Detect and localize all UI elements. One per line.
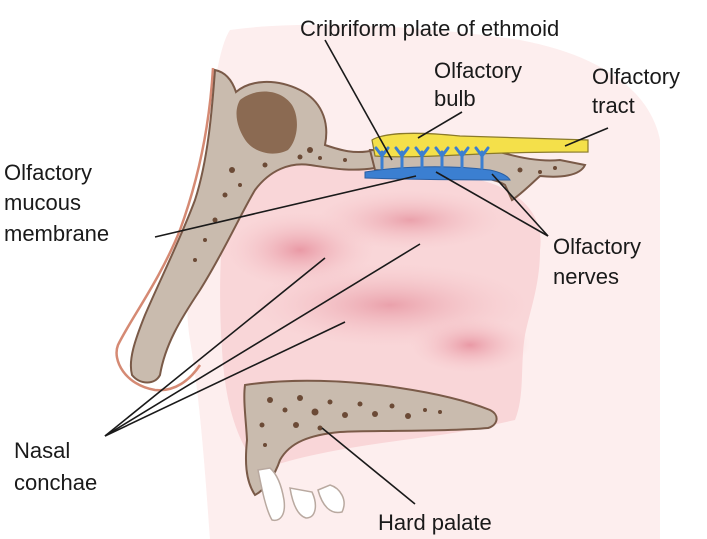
- teeth: [257, 467, 345, 522]
- leader-bulb: [417, 111, 463, 139]
- label-olfactory-bulb-line2: bulb: [434, 86, 476, 111]
- label-nasal-conchae-line1: Nasal: [14, 438, 70, 463]
- leader-concha-superior: [104, 257, 326, 437]
- frontal-sinus: [236, 91, 297, 154]
- leader-mucous: [154, 175, 417, 238]
- leader-nerves-b: [491, 173, 549, 237]
- nasal-frontal-bone: [129, 68, 376, 384]
- leader-lines: [104, 39, 609, 505]
- olfactory-nerve-fibers: [374, 146, 490, 170]
- label-olfactory-tract-line1: Olfactory: [592, 64, 680, 89]
- leader-concha-middle: [104, 243, 421, 437]
- leader-tract: [564, 127, 609, 147]
- bone-speckles: [193, 147, 557, 262]
- leader-nerves-a: [435, 171, 549, 237]
- label-olfactory-nerves-line2: nerves: [553, 264, 619, 289]
- palate-speckles: [259, 395, 442, 447]
- leader-concha-inferior: [104, 321, 346, 437]
- nose-outline: [115, 67, 215, 392]
- label-olfactory-tract-line2: tract: [592, 93, 635, 118]
- label-olfactory-nerves-line1: Olfactory: [553, 234, 641, 259]
- label-olfactory-mucous-line3: membrane: [4, 221, 109, 246]
- label-cribriform-plate: Cribriform plate of ethmoid: [300, 16, 559, 41]
- label-olfactory-mucous-line2: mucous: [4, 190, 81, 215]
- hard-palate-bone: [243, 379, 498, 497]
- label-olfactory-bulb-line1: Olfactory: [434, 58, 522, 83]
- label-nasal-conchae-line2: conchae: [14, 470, 97, 495]
- label-hard-palate: Hard palate: [378, 510, 492, 535]
- lower-concha-shadow: [410, 317, 530, 373]
- label-olfactory-mucous-line1: Olfactory: [4, 160, 92, 185]
- leader-cribriform: [324, 39, 393, 161]
- leader-palate: [321, 427, 416, 505]
